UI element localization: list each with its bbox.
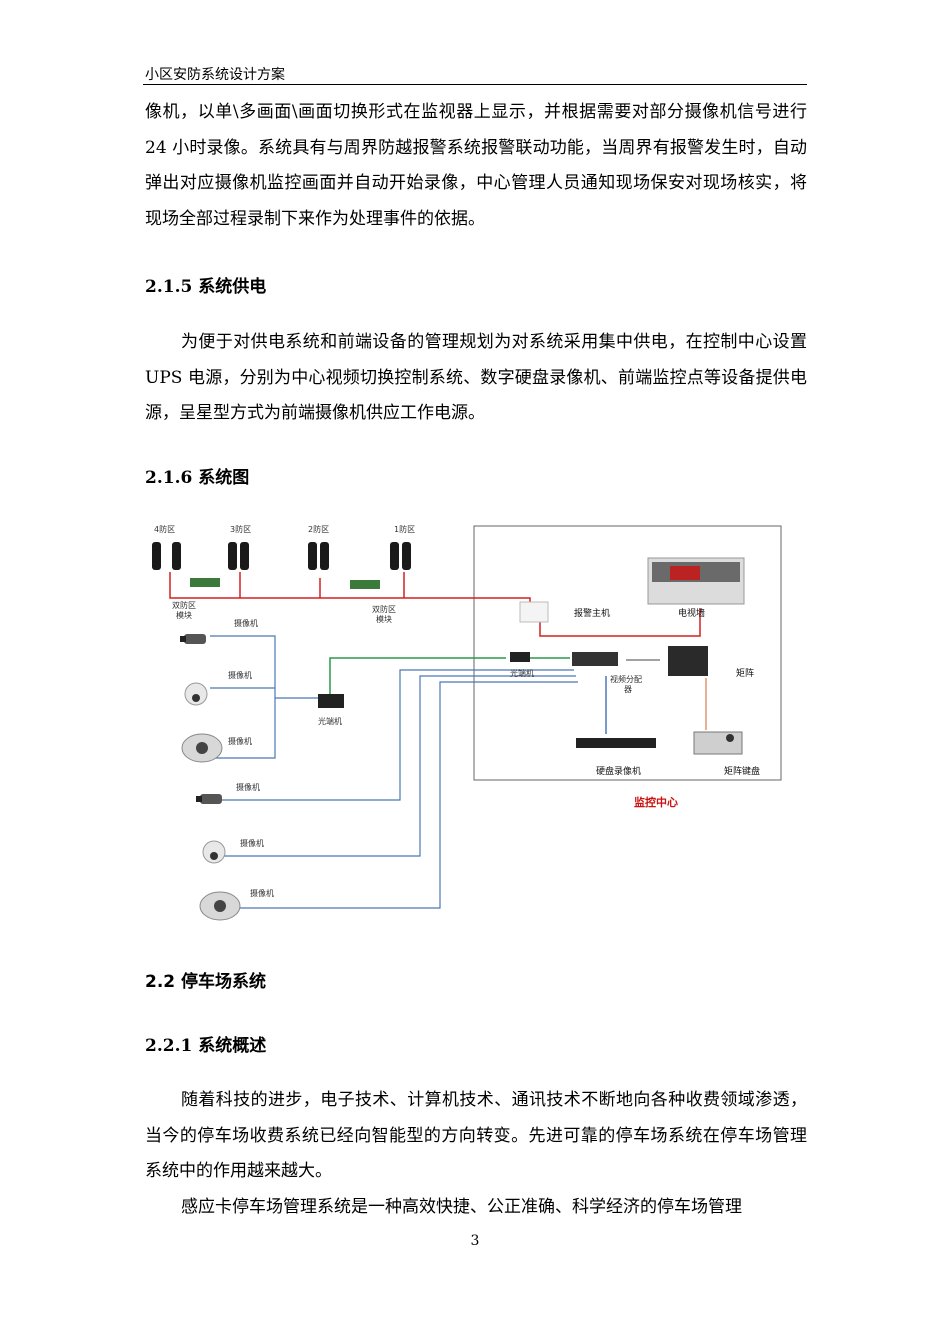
system-diagram: 4防区 3防区 2防区 1防区 双防区 模块 双防区 模块 摄像机 摄像机 摄像…	[152, 524, 782, 921]
camera-bullet-2	[196, 794, 222, 804]
zone-3-label: 3防区	[230, 524, 251, 534]
center-optical-icon	[510, 652, 530, 662]
heading-2-2: 2.2 停车场系统	[145, 972, 267, 992]
camera-ceiling-1	[181, 733, 223, 763]
camera-dome-1	[184, 682, 208, 706]
optical-center-label: 光端机	[510, 668, 534, 678]
matrix-keyboard-label: 矩阵键盘	[724, 765, 760, 777]
camera-label: 摄像机	[228, 670, 252, 680]
video-lines	[210, 635, 578, 909]
module-right-label-line1: 双防区	[372, 604, 396, 614]
detector-icon	[390, 542, 399, 570]
camera-ceiling-2	[199, 891, 241, 921]
detector-icon	[172, 542, 181, 570]
module-left-label-line1: 双防区	[172, 600, 196, 610]
camera-bullet-1	[180, 634, 206, 644]
detector-icon	[152, 542, 161, 570]
matrix-label: 矩阵	[736, 667, 754, 679]
detector-group	[152, 542, 411, 570]
paragraph-video-recording: 像机，以单\多画面\画面切换形式在监视器上显示，并根据需要对部分摄像机信号进行 …	[145, 102, 807, 229]
module-left-label-line2: 模块	[176, 610, 192, 620]
video-distributor-label-line2: 器	[624, 685, 632, 694]
optical-transceiver-icon	[318, 694, 344, 708]
heading-2-1-6: 2.1.6 系统图	[145, 468, 250, 488]
heading-2-2-1: 2.2.1 系统概述	[145, 1036, 267, 1056]
fiber-line	[329, 657, 506, 696]
dvr-icon	[576, 738, 656, 748]
paragraph-power-supply: 为便于对供电系统和前端设备的管理规划为对系统采用集中供电，在控制中心设置 UPS…	[145, 332, 807, 423]
zone-1-label: 1防区	[394, 524, 415, 534]
matrix-icon	[668, 646, 708, 676]
paragraph-overview: 随着科技的进步，电子技术、计算机技术、通讯技术不断地向各种收费领域渗透，当今的停…	[145, 1090, 807, 1181]
dvr-label: 硬盘录像机	[596, 765, 641, 777]
dual-zone-module-icon	[190, 578, 220, 587]
alarm-host-icon	[519, 601, 549, 623]
camera-label: 摄像机	[240, 838, 264, 848]
tv-wall-icon	[647, 557, 745, 605]
alarm-host-label: 报警主机	[574, 607, 610, 619]
video-distributor-label-line1: 视频分配	[610, 674, 642, 684]
module-right-label-line2: 模块	[376, 614, 392, 624]
zone-4-label: 4防区	[154, 524, 175, 534]
control-center-frame	[473, 525, 782, 781]
header-rule	[143, 84, 807, 85]
zone-2-label: 2防区	[308, 524, 329, 534]
tv-wall-label: 电视墙	[678, 607, 705, 619]
video-distributor-icon	[572, 652, 618, 666]
detector-icon	[240, 542, 249, 570]
running-header: 小区安防系统设计方案	[145, 67, 285, 83]
camera-label: 摄像机	[234, 618, 258, 628]
dual-zone-module-icon	[350, 580, 380, 589]
camera-dome-2	[202, 840, 226, 864]
camera-label: 摄像机	[236, 782, 260, 792]
control-center-label: 监控中心	[634, 795, 678, 809]
detector-icon	[320, 542, 329, 570]
paragraph-card-system: 感应卡停车场管理系统是一种高效快捷、公正准确、科学经济的停车场管理	[181, 1197, 742, 1217]
page-number: 3	[470, 1233, 480, 1249]
camera-label: 摄像机	[228, 736, 252, 746]
detector-icon	[402, 542, 411, 570]
optical-small-label: 光端机	[318, 716, 342, 726]
detector-icon	[308, 542, 317, 570]
detector-icon	[228, 542, 237, 570]
heading-2-1-5: 2.1.5 系统供电	[145, 277, 267, 297]
camera-label: 摄像机	[250, 888, 274, 898]
matrix-keyboard-icon	[693, 731, 743, 755]
